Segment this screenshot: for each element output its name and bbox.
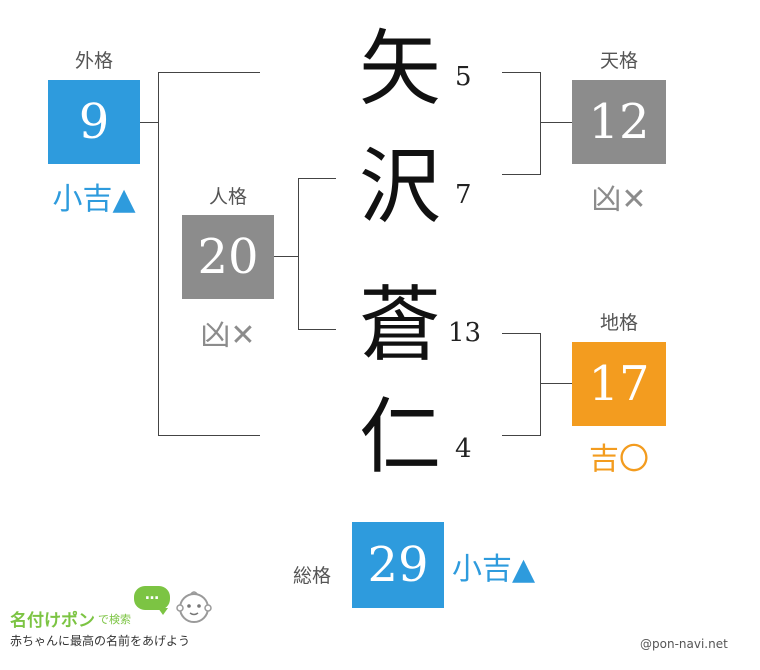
chikaku-verdict: 吉〇 bbox=[589, 442, 649, 477]
name-character-2: 沢 bbox=[358, 140, 441, 235]
stroke-count-2: 7 bbox=[455, 180, 472, 210]
gaikaku-value-box: 9 bbox=[48, 80, 140, 164]
soukaku-label: 総格 bbox=[292, 565, 331, 587]
gaikaku-label: 外格 bbox=[74, 50, 113, 72]
gaikaku-verdict: 小吉▲ bbox=[52, 182, 136, 217]
tenkaku-label: 天格 bbox=[599, 50, 638, 72]
speech-bubble-icon: … bbox=[134, 586, 170, 610]
tenkaku-value-box: 12 bbox=[572, 80, 666, 164]
stroke-count-4: 4 bbox=[455, 434, 472, 464]
soukaku-verdict: 小吉▲ bbox=[452, 552, 536, 587]
stroke-count-3: 13 bbox=[448, 318, 482, 348]
name-character-4: 仁 bbox=[358, 390, 441, 485]
jinkaku-verdict: 凶✕ bbox=[200, 318, 256, 353]
jinkaku-label: 人格 bbox=[208, 186, 247, 208]
tenkaku-verdict: 凶✕ bbox=[591, 182, 647, 217]
stroke-count-1: 5 bbox=[455, 62, 472, 92]
chikaku-label: 地格 bbox=[599, 312, 638, 334]
soukaku-value-box: 29 bbox=[352, 522, 444, 608]
baby-face-icon bbox=[176, 591, 212, 623]
logo-search-text: で検索 bbox=[98, 613, 131, 626]
logo-name: 名付けポン bbox=[10, 611, 95, 631]
site-credit: @pon-navi.net bbox=[640, 637, 728, 651]
speech-bubble-text: … bbox=[145, 587, 159, 603]
site-logo: 名付けポン で検索 … 赤ちゃんに最高の名前をあげよう bbox=[10, 586, 220, 656]
name-character-1: 矢 bbox=[358, 22, 441, 117]
tagline: 赤ちゃんに最高の名前をあげよう bbox=[10, 634, 191, 648]
jinkaku-value-box: 20 bbox=[182, 215, 274, 299]
chikaku-value-box: 17 bbox=[572, 342, 666, 426]
speech-bubble-tail bbox=[158, 608, 168, 615]
name-character-3: 蒼 bbox=[358, 278, 441, 373]
